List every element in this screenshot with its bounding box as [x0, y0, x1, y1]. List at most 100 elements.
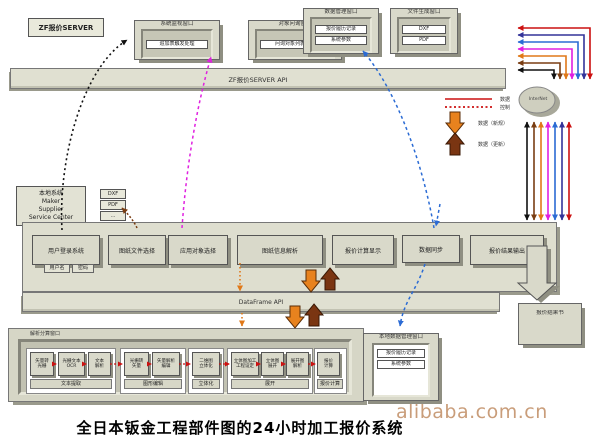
file-format-dxf: DXF: [100, 189, 126, 199]
window-item: DXF: [402, 25, 446, 34]
step-line: 解析: [95, 364, 104, 369]
tab-label: 密码: [77, 265, 88, 271]
local-system-line: Maker: [41, 198, 61, 205]
band-box-drawing-file: 图纸文件选择: [108, 235, 166, 265]
window-title: 本地数据管理窗口: [378, 334, 423, 340]
dataframe-api-bar: DataFrame API: [22, 292, 500, 312]
band-box-drawing-parse: 图纸信息解析: [237, 235, 323, 265]
file-format-pdf: PDF: [100, 200, 126, 210]
group-label-unfold: 展开: [231, 379, 309, 389]
local-system-line: Supplier: [38, 206, 64, 213]
file-format-stack: DXF PDF …: [100, 189, 126, 221]
window-system-monitor: 系统监视窗口 追加表触发处理: [134, 20, 220, 60]
legend-line-samples: [445, 98, 492, 108]
local-system-line: 本地系统: [38, 190, 63, 197]
group-label-text-extract: 文本提取: [30, 379, 112, 389]
step-line: 立体图加工: [233, 358, 257, 364]
page-title: 全日本钣金工程部件图的24小时加工报价系统: [55, 417, 425, 438]
local-system-box: 本地系统 Maker Supplier Service Center: [16, 186, 86, 226]
step-line: 光栅: [37, 364, 47, 369]
file-format-other: …: [100, 211, 126, 221]
window-item: 报价履历记录: [315, 25, 367, 34]
step-line: 报价: [324, 358, 333, 364]
band-box-label: 图纸信息解析: [261, 247, 298, 255]
step-vector-to-raster: 矢量转光栅: [30, 352, 54, 376]
step-line: 矢量: [132, 364, 141, 369]
internet-label: InterNet: [519, 97, 557, 102]
band-box-object-select: 应用对象选择: [168, 235, 228, 265]
server-label-box: ZF报价SERVER: [28, 18, 104, 37]
window-item: 系统参数: [377, 360, 425, 369]
group-label: 图形编辑: [142, 381, 163, 387]
step-raster-to-vector: 光栅转矢量: [124, 352, 149, 376]
step-line: 光栅文本: [62, 358, 81, 364]
group-label-3d: 立体化: [192, 379, 220, 389]
quote-result-box: 报价结果书: [518, 303, 582, 345]
step-line: 文本: [95, 358, 104, 364]
band-box-label: 报价结果输出: [488, 247, 525, 255]
step-line: 解析: [293, 364, 302, 369]
band-box-label: 数据同步: [418, 246, 443, 254]
group-label: 报价计算: [319, 381, 340, 387]
step-3d-process-setting: 立体图加工工程设定: [231, 352, 259, 376]
band-box-label: 报价计算显示: [344, 247, 381, 255]
step-2d-to-3d: 二维图立体化: [192, 352, 220, 376]
dataframe-api-label: DataFrame API: [238, 298, 284, 306]
step-line: 光栅转: [129, 358, 144, 364]
window-file-generation: 文件生成窗口 DXF PDF: [390, 8, 458, 54]
step-text-parse: 文本解析: [88, 352, 111, 376]
band-box-data-sync: 数据同步: [402, 235, 460, 263]
step-line: 编辑: [161, 364, 171, 369]
group-label: 立体化: [198, 381, 214, 387]
tab-label: 用户名: [49, 265, 65, 271]
legend-solid-label: 数据: [500, 97, 511, 103]
step-line: 立体图: [265, 358, 280, 364]
window-local-db: 本地数据管理窗口 报价履历记录 系统参数: [363, 333, 439, 401]
legend-update-data-label: 数据（更新）: [478, 142, 509, 148]
step-line: OCR: [66, 364, 77, 369]
step-line: 展开: [268, 364, 277, 369]
step-line: 矢量解析: [157, 358, 175, 364]
login-username-tab: 用户名: [44, 264, 70, 273]
legend-new-data-label: 数据（新规）: [478, 121, 509, 127]
zf-server-api-bar: ZF报价SERVER API: [10, 68, 506, 89]
window-item: PDF: [402, 36, 446, 45]
step-unfold-parse: 展开图解析: [286, 352, 309, 376]
window-title: 系统监视窗口: [160, 21, 194, 27]
window-title: 数据管理窗口: [324, 9, 358, 15]
step-quote-calc: 报价计算: [317, 352, 340, 376]
watermark-text: alibaba.com.cn: [396, 401, 548, 423]
watermark: alibaba.com.cn: [396, 401, 548, 423]
band-box-login: 用户登录系统: [32, 235, 100, 265]
server-label: ZF报价SERVER: [38, 23, 94, 32]
step-line: 立体化: [199, 364, 213, 369]
login-password-tab: 密码: [72, 264, 94, 273]
step-3d-unfold: 立体图展开: [261, 352, 284, 376]
band-box-result-output: 报价结果输出: [470, 235, 544, 265]
window-item: 系统参数: [315, 36, 367, 45]
step-line: 工程设定: [236, 364, 254, 369]
group-label-graphic-edit: 图形编辑: [124, 379, 182, 389]
band-box-label: 应用对象选择: [179, 247, 216, 255]
group-label: 文本提取: [60, 381, 81, 387]
window-title: 文件生成窗口: [407, 9, 441, 15]
internet-node: [518, 86, 560, 117]
band-box-label: 图纸文件选择: [118, 247, 155, 255]
zf-server-api-label: ZF报价SERVER API: [228, 75, 288, 84]
window-title: 对象问询窗口: [278, 21, 312, 27]
band-box-quote-display: 报价计算显示: [332, 235, 394, 265]
step-line: 矢量转: [35, 358, 49, 364]
local-system-line: Service Center: [28, 214, 74, 221]
legend-block-arrows: [444, 111, 466, 156]
step-line: 计算: [324, 364, 333, 369]
step-line: 二维图: [199, 358, 213, 364]
server-internet-bundle: [517, 25, 593, 80]
internet-label-text: InterNet: [528, 97, 548, 102]
group-label: 展开: [264, 381, 275, 387]
page-title-text: 全日本钣金工程部件图的24小时加工报价系统: [76, 419, 404, 437]
window-data-management: 数据管理窗口 报价履历记录 系统参数: [303, 8, 379, 54]
legend-dotted-label: 控制: [500, 105, 511, 111]
step-line: 展开图: [290, 358, 305, 364]
